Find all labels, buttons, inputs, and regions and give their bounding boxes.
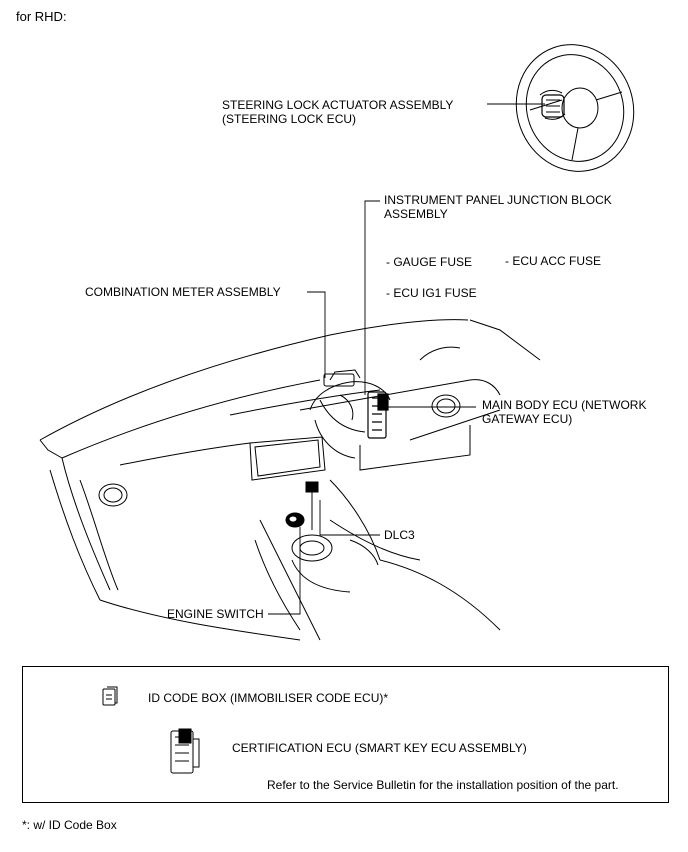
certification-ecu-icon bbox=[170, 728, 200, 774]
footnote: *: w/ ID Code Box bbox=[22, 818, 117, 832]
right-vent-drawing bbox=[431, 394, 461, 418]
main-body-ecu-label-line2: GATEWAY ECU) bbox=[482, 412, 573, 426]
dlc3-drawing bbox=[305, 481, 319, 530]
ecu-ig1-fuse-label: - ECU IG1 FUSE bbox=[386, 286, 477, 300]
legend-box: ID CODE BOX (IMMOBILISER CODE ECU)* CERT… bbox=[22, 666, 669, 803]
steering-wheel-drawing bbox=[515, 44, 635, 172]
combination-meter-drawing bbox=[309, 369, 391, 459]
certification-ecu-label: CERTIFICATION ECU (SMART KEY ECU ASSEMBL… bbox=[232, 741, 527, 755]
engine-switch-label: ENGINE SWITCH bbox=[167, 607, 264, 621]
legend-icons bbox=[102, 686, 200, 774]
console-drawing bbox=[254, 534, 379, 631]
page-header: for RHD: bbox=[16, 9, 67, 24]
id-code-box-icon bbox=[102, 686, 118, 706]
main-body-ecu-label-line1: MAIN BODY ECU (NETWORK bbox=[482, 398, 647, 412]
gauge-fuse-label: - GAUGE FUSE bbox=[386, 255, 473, 269]
main-body-ecu-drawing bbox=[367, 391, 389, 439]
ip-junction-block-label-line2: ASSEMBLY bbox=[384, 207, 448, 221]
engine-switch-drawing bbox=[285, 512, 305, 528]
ip-junction-block-label-line1: INSTRUMENT PANEL JUNCTION BLOCK bbox=[384, 193, 612, 207]
left-vent-drawing bbox=[98, 483, 128, 507]
steering-lock-label-line2: (STEERING LOCK ECU) bbox=[222, 112, 357, 126]
dashboard-outline bbox=[39, 319, 541, 641]
id-code-box-label: ID CODE BOX (IMMOBILISER CODE ECU)* bbox=[148, 691, 389, 705]
leader-lines bbox=[268, 103, 545, 615]
service-bulletin-note: Refer to the Service Bulletin for the in… bbox=[267, 778, 619, 792]
combination-meter-label: COMBINATION METER ASSEMBLY bbox=[85, 285, 281, 299]
ecu-acc-fuse-label: - ECU ACC FUSE bbox=[505, 254, 602, 268]
steering-lock-label-line1: STEERING LOCK ACTUATOR ASSEMBLY bbox=[222, 98, 454, 112]
dlc3-label: DLC3 bbox=[384, 528, 415, 542]
